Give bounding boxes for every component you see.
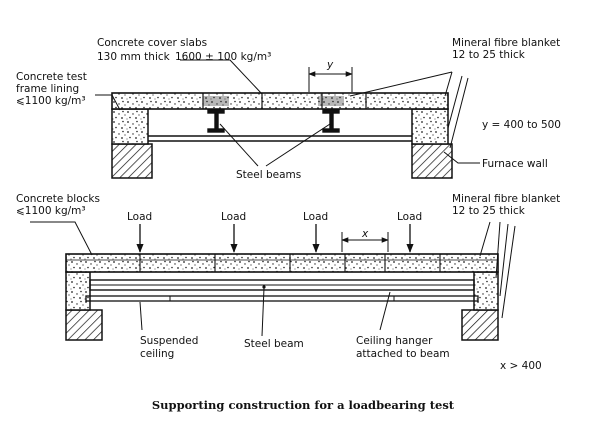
blocks-label-2: ⩽1100 kg/m³ [16,205,86,217]
steel-beam-label: Steel beam [244,338,304,350]
blocks-label-1: Concrete blocks [16,193,100,205]
frame-lining-label-1: Concrete test [16,71,87,83]
top-section [95,59,480,179]
load-label-3: Load [303,211,328,223]
concrete-block-band [65,253,499,273]
suspended-ceiling [85,295,479,302]
cover-spec-density-label: 1600 ± 100 kg/m³ [175,51,271,63]
figure-caption: Supporting construction for a loadbearin… [152,398,455,412]
frame-lining-label-2: frame lining [16,83,79,95]
cover-slabs-label: Concrete cover slabs [97,37,207,49]
left-furnace-wall [111,143,153,179]
top-blanket-label-1: Mineral fibre blanket [452,37,560,49]
bottom-right-furnace-wall [461,309,499,341]
bottom-blanket-label-1: Mineral fibre blanket [452,193,560,205]
left-frame-lining [111,108,149,145]
load-label-4: Load [397,211,422,223]
bottom-labels: Concrete blocks ⩽1100 kg/m³ Load Load Lo… [16,193,560,372]
frame-lining-label-3: ⩽1100 kg/m³ [16,95,86,107]
cover-slab-band [111,92,449,110]
bottom-left-furnace-wall [65,309,103,341]
bottom-section [30,221,516,341]
right-furnace-wall [411,143,453,179]
top-blanket-label-2: 12 to 25 thick [452,49,526,61]
suspended-ceiling-label-1: Suspended [140,335,198,347]
hanger-label-2: attached to beam [356,348,450,360]
cover-spec-thick-label: 130 mm thick [97,51,171,63]
hanger-label-1: Ceiling hanger [356,335,433,347]
steel-beams-label: Steel beams [236,169,301,181]
right-frame-lining [411,108,449,145]
dim-x-label: x [361,228,369,240]
y-range-label: y = 400 to 500 [482,119,561,131]
steel-beam-left [207,109,225,133]
steel-beam-right [322,109,340,133]
x-range-label: x > 400 [500,360,542,372]
load-label-1: Load [127,211,152,223]
suspended-ceiling-label-2: ceiling [140,348,174,360]
dim-y-label: y [326,59,334,71]
bottom-blanket-label-2: 12 to 25 thick [452,205,526,217]
load-label-2: Load [221,211,246,223]
furnace-wall-label: Furnace wall [482,158,548,170]
top-labels: Concrete cover slabs 130 mm thick 1600 ±… [16,37,561,181]
